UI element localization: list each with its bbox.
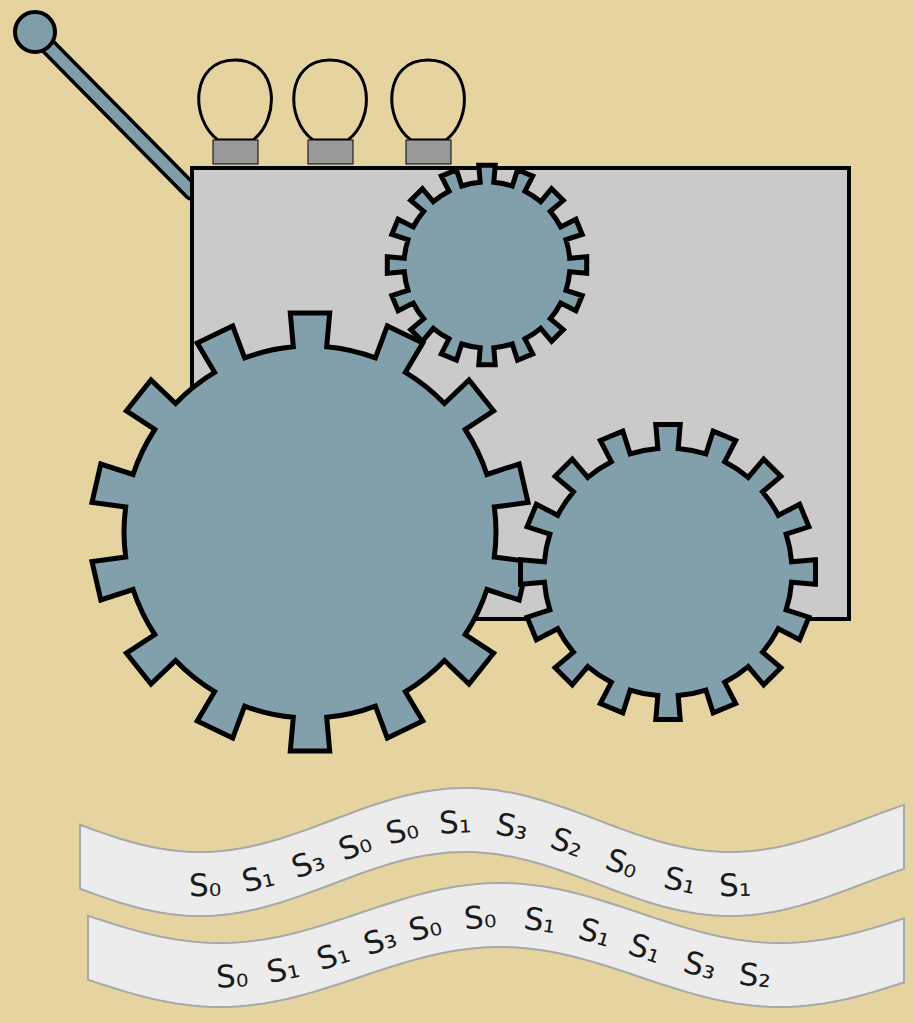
lever-knob — [15, 12, 55, 52]
bulb-base — [308, 140, 353, 164]
tape-symbol: S₁ — [719, 870, 752, 902]
lever-outline — [36, 34, 192, 192]
tape: S₀S₁S₁S₃S₀S₀S₁S₁S₁S₃S₂ — [84, 880, 910, 1012]
large-gear — [92, 313, 528, 751]
tape-symbol: S₂ — [738, 959, 773, 993]
bulb — [294, 60, 367, 140]
tape-symbol: S₀ — [463, 901, 497, 934]
tape-symbol: S₃ — [493, 808, 531, 845]
tape-outline — [84, 880, 910, 1012]
tape-symbol: S₀ — [215, 960, 248, 992]
bulb — [392, 60, 465, 140]
light-bulbs — [199, 60, 465, 164]
tape-symbol: S₁ — [661, 862, 699, 899]
tape-symbol: S₀ — [189, 870, 222, 902]
bulb — [199, 60, 272, 140]
lever-arm — [36, 34, 192, 192]
tape-symbol: S₁ — [522, 902, 558, 937]
tape-symbol: S₁ — [264, 951, 302, 988]
bulb-base — [213, 140, 258, 164]
medium-gear — [521, 425, 816, 720]
tape-band — [88, 883, 904, 1007]
bulb-base — [406, 140, 451, 164]
small-gear — [387, 165, 586, 364]
tape-symbol: S₁ — [438, 806, 471, 838]
